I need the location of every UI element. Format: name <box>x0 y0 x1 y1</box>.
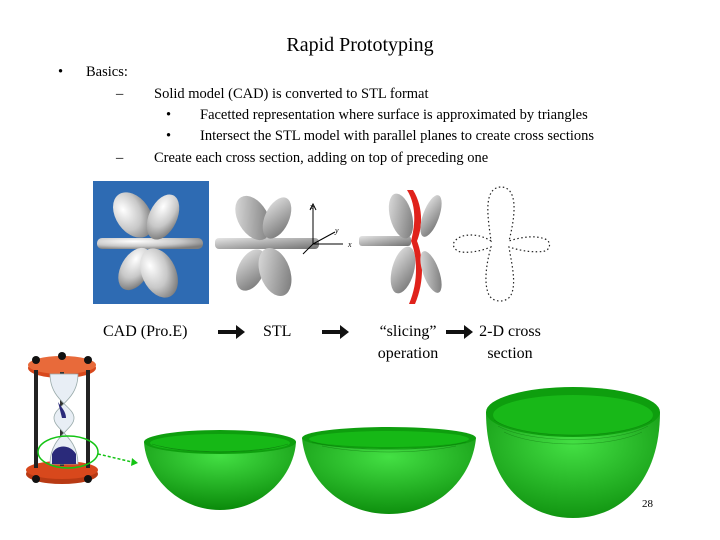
bullet-facetted: Facetted representation where surface is… <box>200 107 588 123</box>
bowl-shallow <box>142 426 298 512</box>
bullet-create-cross-section: Create each cross section, adding on top… <box>154 150 489 166</box>
label-stl: STL <box>263 323 292 340</box>
label-slicing: “slicing” <box>379 323 437 340</box>
cross-section-outline <box>449 183 553 307</box>
axis-label-z: z <box>310 202 314 211</box>
sliced-model-image <box>357 186 447 308</box>
arrow-right-icon <box>322 324 350 340</box>
slide-title: Rapid Prototyping <box>286 34 434 56</box>
bullet-marker: • <box>58 64 64 80</box>
bullet-intersect: Intersect the STL model with parallel pl… <box>200 128 595 144</box>
cad-model-image <box>93 181 209 304</box>
dash-marker: – <box>116 150 124 166</box>
dash-marker: – <box>116 86 124 102</box>
bowl-medium <box>300 424 478 516</box>
axis-label-x: x <box>348 240 352 249</box>
bullet-stl-conversion: Solid model (CAD) is converted to STL fo… <box>154 86 429 102</box>
label-cad: CAD (Pro.E) <box>103 323 188 340</box>
arrow-right-icon <box>446 324 474 340</box>
axis-label-y: y <box>335 226 339 235</box>
arrow-right-icon <box>218 324 246 340</box>
label-section: section <box>487 345 533 362</box>
sub-bullet-marker: • <box>166 128 172 144</box>
page-number: 28 <box>642 498 653 510</box>
stl-model-image <box>213 186 353 306</box>
label-2d-cross: 2-D cross <box>479 323 541 340</box>
bullet-basics: Basics: <box>86 64 128 80</box>
sub-bullet-marker: • <box>166 107 172 123</box>
hourglass-image <box>20 346 140 496</box>
bowl-deep <box>484 384 662 520</box>
label-operation: operation <box>377 345 439 362</box>
